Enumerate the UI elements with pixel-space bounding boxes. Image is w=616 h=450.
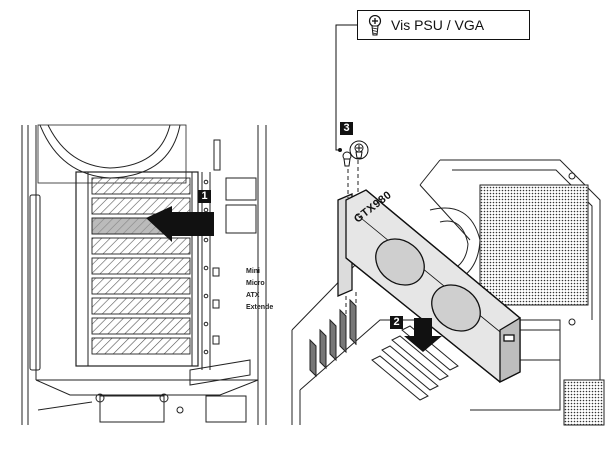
pcie-slots (371, 325, 459, 401)
form-factor-micro: Micro (246, 280, 265, 287)
form-factor-atx: ATX (246, 292, 260, 299)
screws (342, 140, 369, 167)
callout-label: Vis PSU / VGA (391, 17, 485, 33)
step-1-marker: 1 (198, 190, 211, 203)
form-factor-mini: Mini (246, 268, 260, 275)
graphics-card (337, 189, 521, 384)
screw-icon (368, 15, 382, 36)
slot-covers (91, 177, 191, 355)
step-2-marker: 2 (390, 316, 403, 329)
rear-brackets (309, 298, 357, 378)
form-factor-extended: Extende (246, 304, 274, 311)
step-1-arrow (146, 206, 214, 242)
rear-fan (37, 124, 187, 184)
left-panel-case-rear (21, 124, 267, 425)
callout-leader (335, 24, 357, 152)
right-panel-case-interior (291, 159, 605, 426)
step-2-arrow (404, 318, 442, 352)
callout-box: Vis PSU / VGA (357, 10, 530, 40)
step-3-marker: 3 (340, 122, 353, 135)
screw-guides (345, 160, 359, 350)
side-vent (479, 184, 589, 306)
